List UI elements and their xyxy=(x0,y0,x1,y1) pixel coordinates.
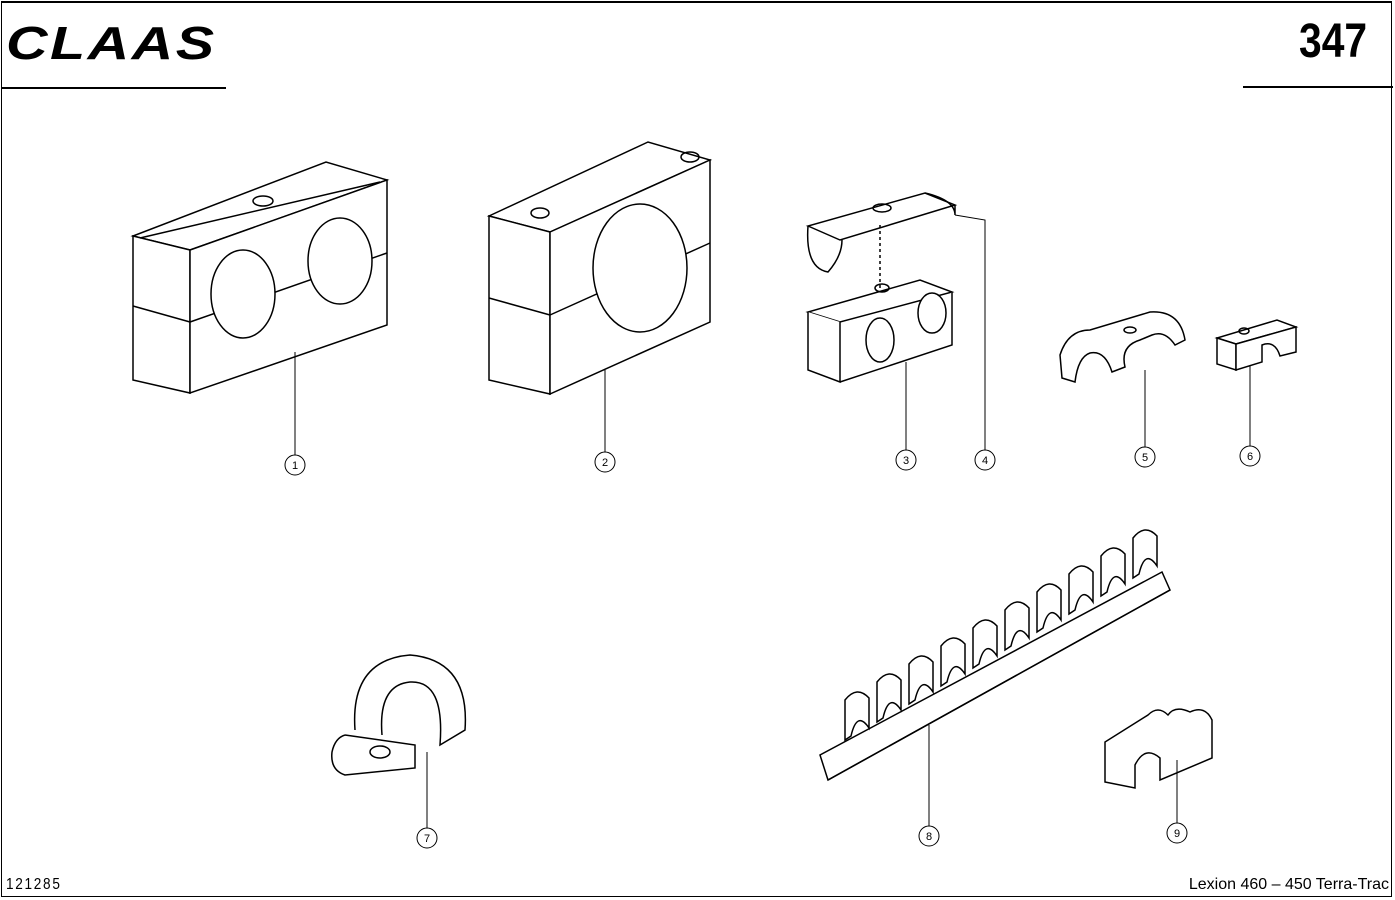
model-name: Lexion 460 – 450 Terra-Trac xyxy=(1188,876,1389,893)
svg-text:9: 9 xyxy=(1174,828,1180,840)
callout-4: 4 xyxy=(974,449,996,471)
document-number: 121285 xyxy=(6,876,62,893)
part-6-single-clip xyxy=(1214,319,1299,372)
svg-text:5: 5 xyxy=(1142,452,1148,464)
part-3-4-clamp-with-cover xyxy=(805,192,958,384)
rail-clip xyxy=(940,637,966,688)
callout-1: 1 xyxy=(284,454,306,476)
part-9-double-clip xyxy=(1104,708,1213,789)
svg-text:8: 8 xyxy=(926,831,932,843)
part-1-double-clamp xyxy=(130,161,390,395)
rail-clip xyxy=(1068,565,1094,616)
rail-clip xyxy=(1004,601,1030,652)
svg-text:1: 1 xyxy=(292,460,298,472)
callout-9: 9 xyxy=(1166,822,1188,844)
callout-8: 8 xyxy=(918,825,940,847)
part-7-p-clip xyxy=(331,654,467,776)
claas-logo: CLAAS xyxy=(6,17,217,69)
svg-text:2: 2 xyxy=(602,457,608,469)
header-rule-left xyxy=(2,87,226,89)
rail-clip xyxy=(876,673,902,724)
page-number: 347 xyxy=(1298,15,1367,68)
svg-text:6: 6 xyxy=(1247,451,1253,463)
part-8-clip-rail xyxy=(819,529,1171,782)
rail-clip xyxy=(908,655,934,706)
rail-clip xyxy=(844,691,870,742)
leader-lines xyxy=(294,214,1251,828)
callout-7: 7 xyxy=(416,827,438,849)
svg-text:4: 4 xyxy=(982,455,988,467)
callout-2: 2 xyxy=(594,451,616,473)
rail-clip xyxy=(1100,547,1126,598)
callout-6: 6 xyxy=(1239,445,1261,467)
rail-clip xyxy=(1132,529,1158,580)
callout-3: 3 xyxy=(895,449,917,471)
rail-clip xyxy=(1036,583,1062,634)
svg-text:3: 3 xyxy=(903,455,909,467)
rail-clip xyxy=(972,619,998,670)
svg-text:7: 7 xyxy=(424,833,430,845)
part-5-double-clip xyxy=(1059,311,1186,383)
part-2-single-clamp xyxy=(486,141,713,396)
callout-5: 5 xyxy=(1134,446,1156,468)
header-rule-right xyxy=(1243,86,1393,88)
